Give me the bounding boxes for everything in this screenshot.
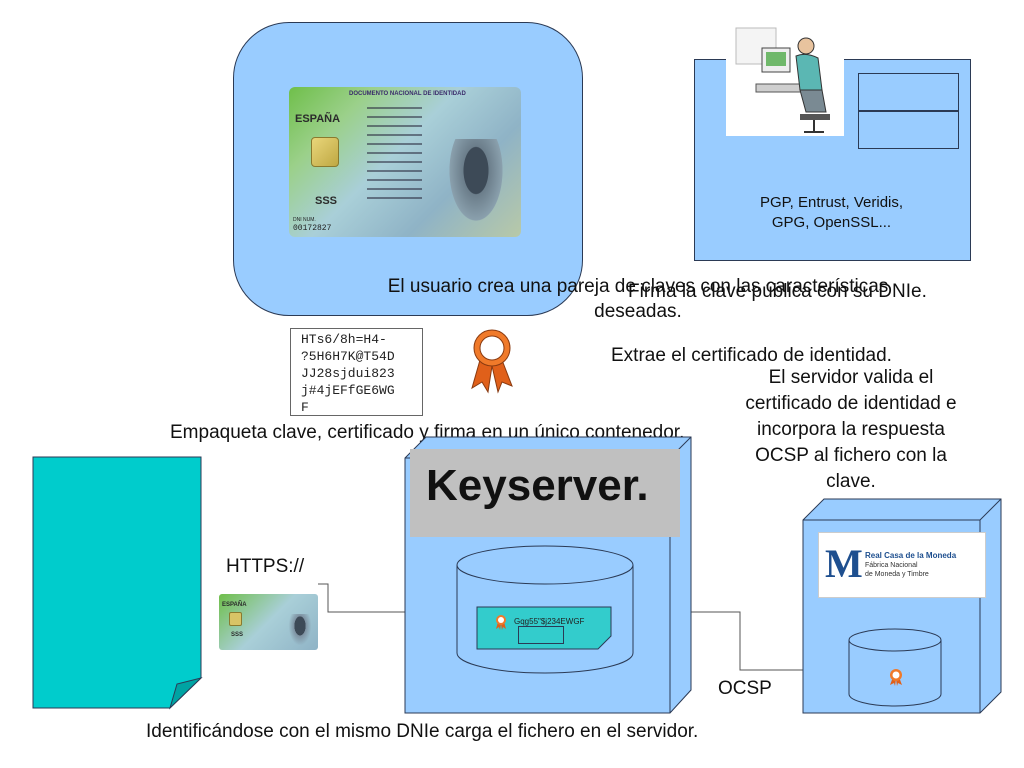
software-label-line1: PGP, Entrust, Veridis, (759, 194, 904, 211)
dni-card-name: SSS (315, 195, 338, 207)
thumb-name: SSS (231, 632, 244, 638)
dni-card-image: DOCUMENTO NACIONAL DE IDENTIDAD ESPAÑA S… (289, 87, 521, 237)
upload-caption: Identificándose con el mismo DNIe carga … (146, 721, 699, 742)
server-validates-line1: El servidor valida el (768, 367, 934, 388)
software-label: PGP, Entrust, Veridis, GPG, OpenSSL... (700, 193, 963, 233)
keyserver-header (410, 449, 680, 537)
thumb-photo (287, 614, 313, 648)
dni-card-data-lines (367, 107, 422, 202)
create-keys-caption-line2: deseadas. (594, 301, 682, 322)
fnmt-m-icon: M (825, 541, 863, 586)
key-file-label: Gqg55"$j234EWGF (514, 617, 585, 626)
key-line-2: ?5H6H7K@T54D (301, 349, 395, 364)
thumb-country: ESPAÑA (222, 602, 247, 608)
software-doc-top (858, 73, 959, 111)
user-at-computer-icon (726, 20, 844, 136)
fnmt-line3: de Moneda y Timbre (865, 571, 929, 578)
server-validates-line3: incorpora la respuesta (757, 419, 945, 440)
server-validates-line4: OCSP al fichero con la (755, 445, 947, 466)
software-doc-bottom (858, 111, 959, 149)
dni-holder-photo (445, 139, 507, 229)
keyserver-title: Keyserver. (426, 461, 649, 510)
dni-card-country: ESPAÑA (295, 113, 341, 125)
https-connection-line (318, 583, 476, 613)
key-line-1: HTs6/8h=H4- (301, 332, 387, 347)
sign-public-key-caption: Firma la clave pública con su DNIe. (628, 281, 927, 302)
extract-certificate-caption: Extrae el certificado de identidad. (611, 345, 892, 366)
create-keys-caption-line1: El usuario crea una pareja de claves con… (387, 276, 889, 297)
key-line-4: j#4jEFfGE6WG (301, 383, 395, 398)
dni-card-number-label: DNI NUM. (293, 217, 316, 223)
fnmt-logo: M Real Casa de la Moneda Fábrica Naciona… (818, 532, 986, 598)
dni-chip-icon (311, 137, 339, 167)
private-key-text: HTs6/8h=H4- ?5H6H7K@T54D JJ28sjdui823 j#… (290, 328, 423, 416)
dni-card-thumbnail: ESPAÑA SSS (219, 594, 318, 650)
server-validates-line5: clave. (826, 471, 876, 492)
award-ribbon-icon (462, 326, 524, 394)
upload-document (32, 456, 204, 710)
ocsp-label: OCSP (718, 678, 772, 699)
key-line-5: F (301, 400, 309, 415)
https-label: HTTPS:// (226, 556, 305, 577)
server-validates-caption: El servidor valida el certificado de ide… (712, 365, 990, 495)
thumb-chip-icon (229, 612, 242, 626)
dni-card-header: DOCUMENTO NACIONAL DE IDENTIDAD (349, 91, 466, 97)
dni-card-number: 00172827 (293, 224, 332, 233)
key-line-3: JJ28sjdui823 (301, 366, 395, 381)
key-file-inner-box (518, 626, 564, 644)
create-keys-caption: El usuario crea una pareja de claves con… (318, 274, 958, 324)
server-validates-line2: certificado de identidad e (745, 393, 957, 414)
key-file (476, 606, 612, 650)
fnmt-line1: Real Casa de la Moneda (865, 551, 957, 560)
software-label-line2: GPG, OpenSSL... (771, 214, 892, 231)
fnmt-line2: Fábrica Nacional (865, 562, 918, 569)
ocsp-seal-icon (888, 668, 904, 686)
key-file-seal-icon (494, 614, 508, 630)
